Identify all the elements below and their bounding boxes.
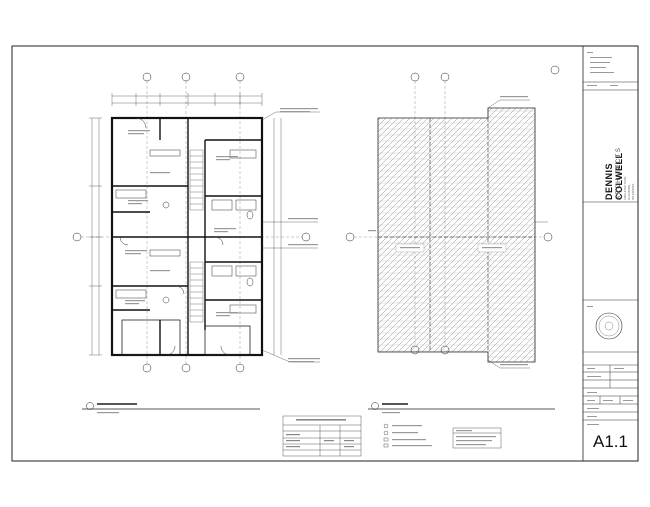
floor-plan [72,72,320,414]
title-block [583,81,638,421]
firm-logo: DENNIS COLWELL ARCHITECTS ARCHITECTURE ·… [592,92,635,202]
roof-plan [345,65,560,414]
firm-subtitle: ARCHITECTS [616,146,622,200]
firm-tagline: ARCHITECTURE · PLANNING · INTERIORS [623,174,635,200]
area-schedule-table [282,415,362,457]
sheet-number: A1.1 [593,432,628,451]
sheet-border [11,45,639,462]
legend [383,423,502,449]
